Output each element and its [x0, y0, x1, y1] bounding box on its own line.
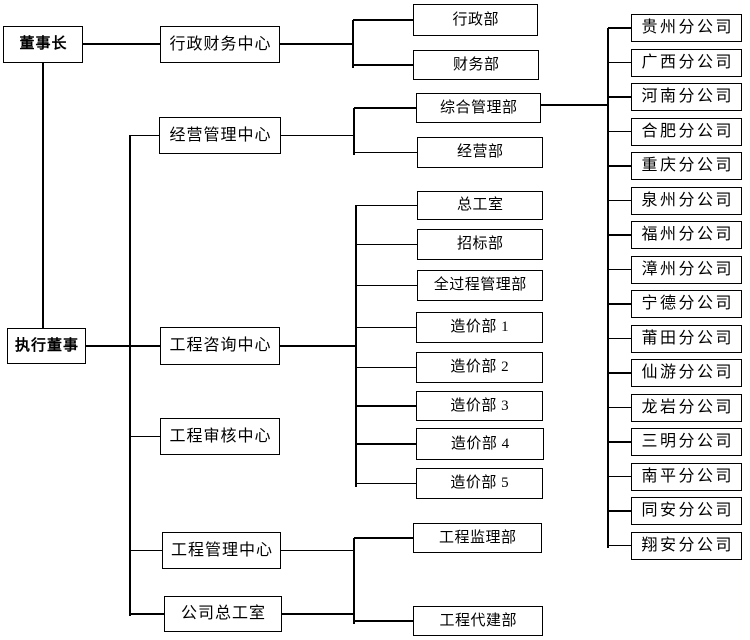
connector-line — [541, 104, 609, 106]
connector-line — [608, 61, 632, 64]
connector-line — [608, 303, 632, 305]
org-node-xiangan-branch: 翔安分公司 — [631, 532, 742, 560]
connector-line — [356, 405, 417, 407]
org-node-cost-dept-2: 造价部 2 — [416, 352, 543, 383]
connector-line — [354, 620, 414, 622]
org-node-admin-finance-center: 行政财务中心 — [160, 26, 280, 63]
connector-line — [86, 345, 160, 347]
connector-line — [356, 443, 417, 445]
org-node-company-chief-engineer-office: 公司总工室 — [164, 596, 282, 632]
connector-line — [280, 345, 357, 347]
connector-line — [608, 475, 632, 478]
org-node-ningde-branch: 宁德分公司 — [631, 290, 742, 318]
org-node-putian-branch: 莆田分公司 — [631, 325, 742, 353]
connector-line — [608, 441, 632, 443]
connector-line — [281, 549, 355, 552]
connector-line — [356, 366, 417, 369]
org-node-engineering-management-center: 工程管理中心 — [162, 532, 281, 569]
connector-line — [282, 613, 355, 615]
org-node-cost-dept-1: 造价部 1 — [416, 312, 543, 343]
connector-line — [354, 537, 414, 539]
connector-line — [356, 326, 417, 329]
org-node-engineering-audit-center: 工程审核中心 — [160, 418, 280, 455]
connector-line — [608, 96, 632, 98]
org-node-chongqing-branch: 重庆分公司 — [631, 152, 742, 180]
connector-line — [281, 134, 355, 137]
connector-line — [608, 234, 632, 236]
connector-line — [129, 134, 131, 617]
connector-line — [353, 537, 355, 624]
connector-line — [280, 43, 354, 45]
connector-line — [608, 199, 632, 202]
org-node-guangxi-branch: 广西分公司 — [631, 49, 742, 77]
org-node-guizhou-branch: 贵州分公司 — [631, 14, 742, 42]
connector-line — [354, 151, 418, 154]
org-node-cost-dept-5: 造价部 5 — [416, 468, 543, 499]
connector-line — [356, 243, 418, 246]
connector-line — [352, 20, 354, 68]
org-node-fuzhou-branch: 福州分公司 — [631, 221, 742, 249]
org-node-engineering-consulting-center: 工程咨询中心 — [160, 327, 280, 365]
connector-line — [42, 63, 44, 331]
org-node-finance-dept: 财务部 — [413, 50, 539, 80]
connector-line — [130, 549, 163, 552]
connector-line — [356, 482, 417, 485]
connector-line — [608, 165, 632, 167]
org-node-project-supervision-dept: 工程监理部 — [413, 523, 542, 553]
org-node-quanzhou-branch: 泉州分公司 — [631, 187, 742, 215]
org-node-business-dept: 经营部 — [417, 137, 543, 168]
org-node-cost-dept-3: 造价部 3 — [416, 391, 543, 421]
connector-line — [608, 372, 632, 374]
org-node-tongan-branch: 同安分公司 — [631, 497, 742, 525]
org-node-hefei-branch: 合肥分公司 — [631, 118, 742, 146]
org-node-chairman: 董事长 — [3, 26, 83, 63]
org-node-xianyou-branch: 仙游分公司 — [631, 359, 742, 387]
org-node-business-management-center: 经营管理中心 — [159, 117, 281, 154]
connector-line — [608, 130, 632, 133]
connector-line — [83, 43, 160, 45]
org-node-sanming-branch: 三明分公司 — [631, 428, 742, 456]
connector-line — [355, 205, 357, 487]
org-node-cost-dept-4: 造价部 4 — [416, 428, 544, 460]
connector-line — [353, 64, 414, 66]
connector-line — [130, 435, 161, 438]
org-node-administration-dept: 行政部 — [413, 4, 538, 36]
org-node-zhangzhou-branch: 漳州分公司 — [631, 256, 742, 284]
connector-line — [608, 337, 632, 340]
connector-line — [608, 544, 632, 547]
connector-line — [608, 268, 632, 271]
org-node-chief-engineer-office: 总工室 — [417, 191, 543, 220]
connector-line — [130, 613, 165, 615]
org-node-nanping-branch: 南平分公司 — [631, 463, 742, 491]
org-node-general-management-dept: 综合管理部 — [416, 93, 541, 123]
org-node-project-agent-construction-dept: 工程代建部 — [413, 606, 543, 636]
connector-line — [353, 19, 414, 21]
org-node-executive-director: 执行董事 — [7, 328, 86, 364]
connector-line — [356, 204, 418, 207]
connector-line — [607, 27, 609, 548]
connector-line — [608, 406, 632, 409]
org-node-whole-process-management-dept: 全过程管理部 — [417, 270, 543, 301]
connector-line — [130, 134, 160, 137]
connector-line — [354, 107, 417, 109]
connector-line — [356, 284, 418, 287]
connector-line — [608, 510, 632, 512]
org-node-henan-branch: 河南分公司 — [631, 83, 742, 111]
org-node-longyan-branch: 龙岩分公司 — [631, 394, 742, 422]
org-node-bidding-dept: 招标部 — [417, 229, 543, 260]
connector-line — [353, 107, 355, 155]
connector-line — [608, 27, 632, 29]
